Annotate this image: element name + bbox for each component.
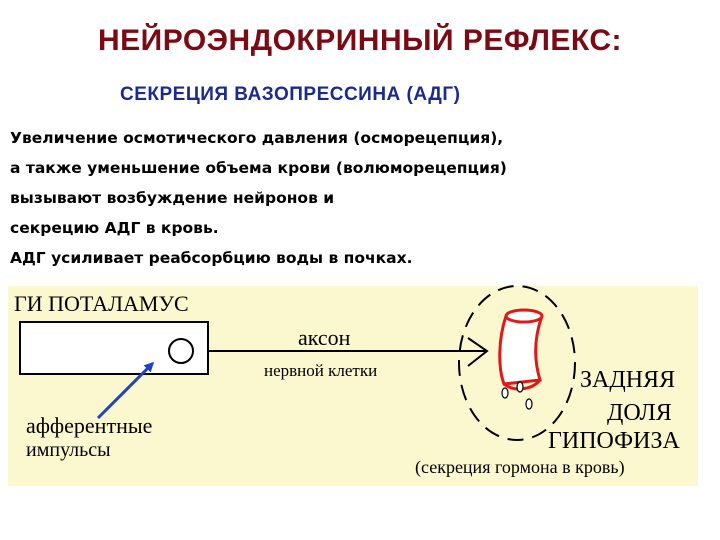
nerve-cell-label: нервной клетки (264, 361, 378, 380)
axon-label: аксон (298, 325, 351, 350)
hormone-granule (501, 387, 509, 399)
afferent-label-2: импульсы (26, 439, 111, 461)
description-line: Увеличение осмотического давления (осмор… (10, 129, 504, 147)
posterior-pituitary-outline (458, 285, 576, 441)
description-line: а также уменьшение объема крови (волюмор… (10, 159, 507, 177)
page-title: НЕЙРОЭНДОКРИННЫЙ РЕФЛЕКС: (98, 24, 622, 57)
posterior-lobe-label-2: ДОЛЯ (607, 400, 672, 426)
description-line: секрецию АДГ в кровь. (10, 219, 219, 237)
posterior-lobe-label: ЗАДНЯЯ (580, 367, 676, 393)
neuron-nucleus (168, 338, 194, 364)
diagram-panel (8, 286, 698, 486)
description-line: АДГ усиливает реабсорбцию воды в почках. (10, 249, 413, 267)
axon-terminal (467, 337, 489, 367)
description-line: вызывают возбуждение нейронов и (10, 189, 335, 207)
pituitary-label: ГИПОФИЗА (548, 428, 680, 454)
hypothalamus-label: ГИ ПОТАЛАМУС (14, 291, 189, 316)
hormone-granule (525, 398, 533, 410)
afferent-label: афферентные (26, 413, 153, 438)
secretion-label: (секреция гормона в кровь) (415, 457, 625, 477)
blood-vessel (498, 308, 544, 391)
afferent-arrow (96, 361, 155, 420)
hormone-granule (516, 381, 524, 393)
description: Увеличение осмотического давления (осмор… (10, 123, 710, 273)
page-subtitle: СЕКРЕЦИЯ ВАЗОПРЕССИНА (АДГ) (120, 84, 461, 105)
